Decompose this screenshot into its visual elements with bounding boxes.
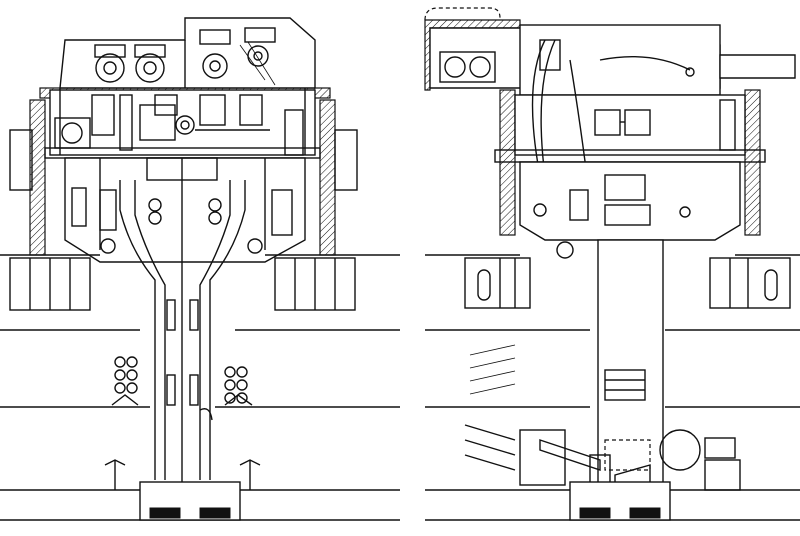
right-base: [569, 481, 671, 521]
right-lower-structure: [464, 257, 791, 309]
right-working-chamber: [494, 39, 766, 236]
left-cross-section-panel: [0, 17, 400, 521]
right-shell-room: [464, 344, 741, 491]
right-handling-room: [519, 161, 741, 259]
left-central-trunk: [119, 157, 246, 500]
right-gunhouse: [424, 7, 796, 96]
right-cross-section-panel: [424, 7, 800, 521]
left-handling-room: [64, 157, 306, 263]
right-deck-lines: [425, 254, 800, 521]
right-central-trunk: [597, 239, 664, 491]
left-lower-structure: [0, 254, 400, 311]
left-working-chamber: [44, 88, 321, 159]
left-gunhouse: [59, 17, 316, 89]
left-shell-racks: [104, 356, 261, 490]
left-base: [139, 481, 241, 521]
